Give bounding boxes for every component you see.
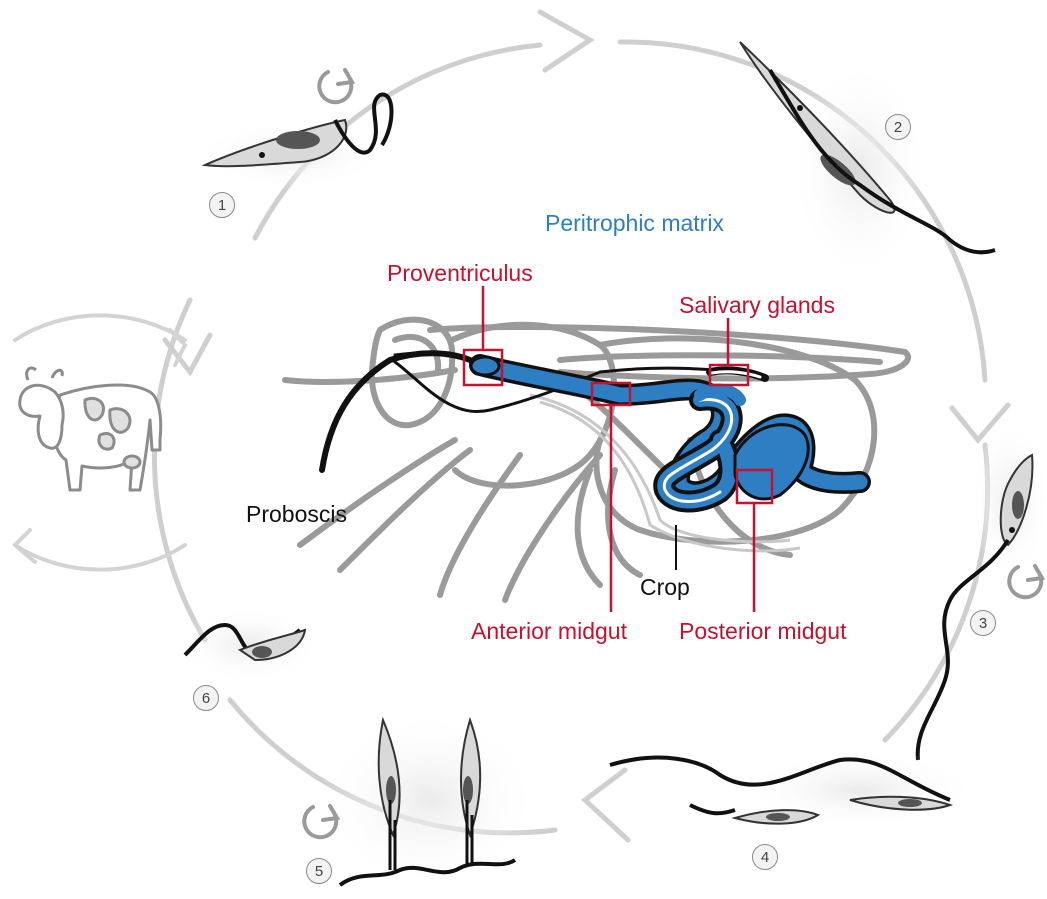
trypanosome-icon [195, 95, 392, 190]
trypanosome-icon [918, 420, 1047, 760]
peritrophic-matrix-label: Peritrophic matrix [545, 212, 724, 235]
stage-2-badge: 2 [885, 114, 911, 140]
stage-1-badge: 1 [209, 192, 235, 218]
stage-4-badge: 4 [752, 844, 778, 870]
proventriculus-label: Proventriculus [387, 262, 533, 285]
anterior-midgut-label: Anterior midgut [471, 620, 627, 643]
trypanosome-icon [180, 605, 320, 685]
posterior-midgut-label: Posterior midgut [679, 620, 846, 643]
stage-6-badge: 6 [193, 685, 219, 711]
crop-label: Crop [640, 576, 690, 599]
trypanosome-icon [610, 750, 980, 830]
stage-5-badge: 5 [306, 858, 332, 884]
trypanosome-icon [320, 710, 540, 890]
stage-3-badge: 3 [970, 610, 996, 636]
cow-icon [20, 368, 161, 490]
salivary-glands-label: Salivary glands [679, 294, 835, 317]
proboscis-label: Proboscis [246, 503, 347, 526]
